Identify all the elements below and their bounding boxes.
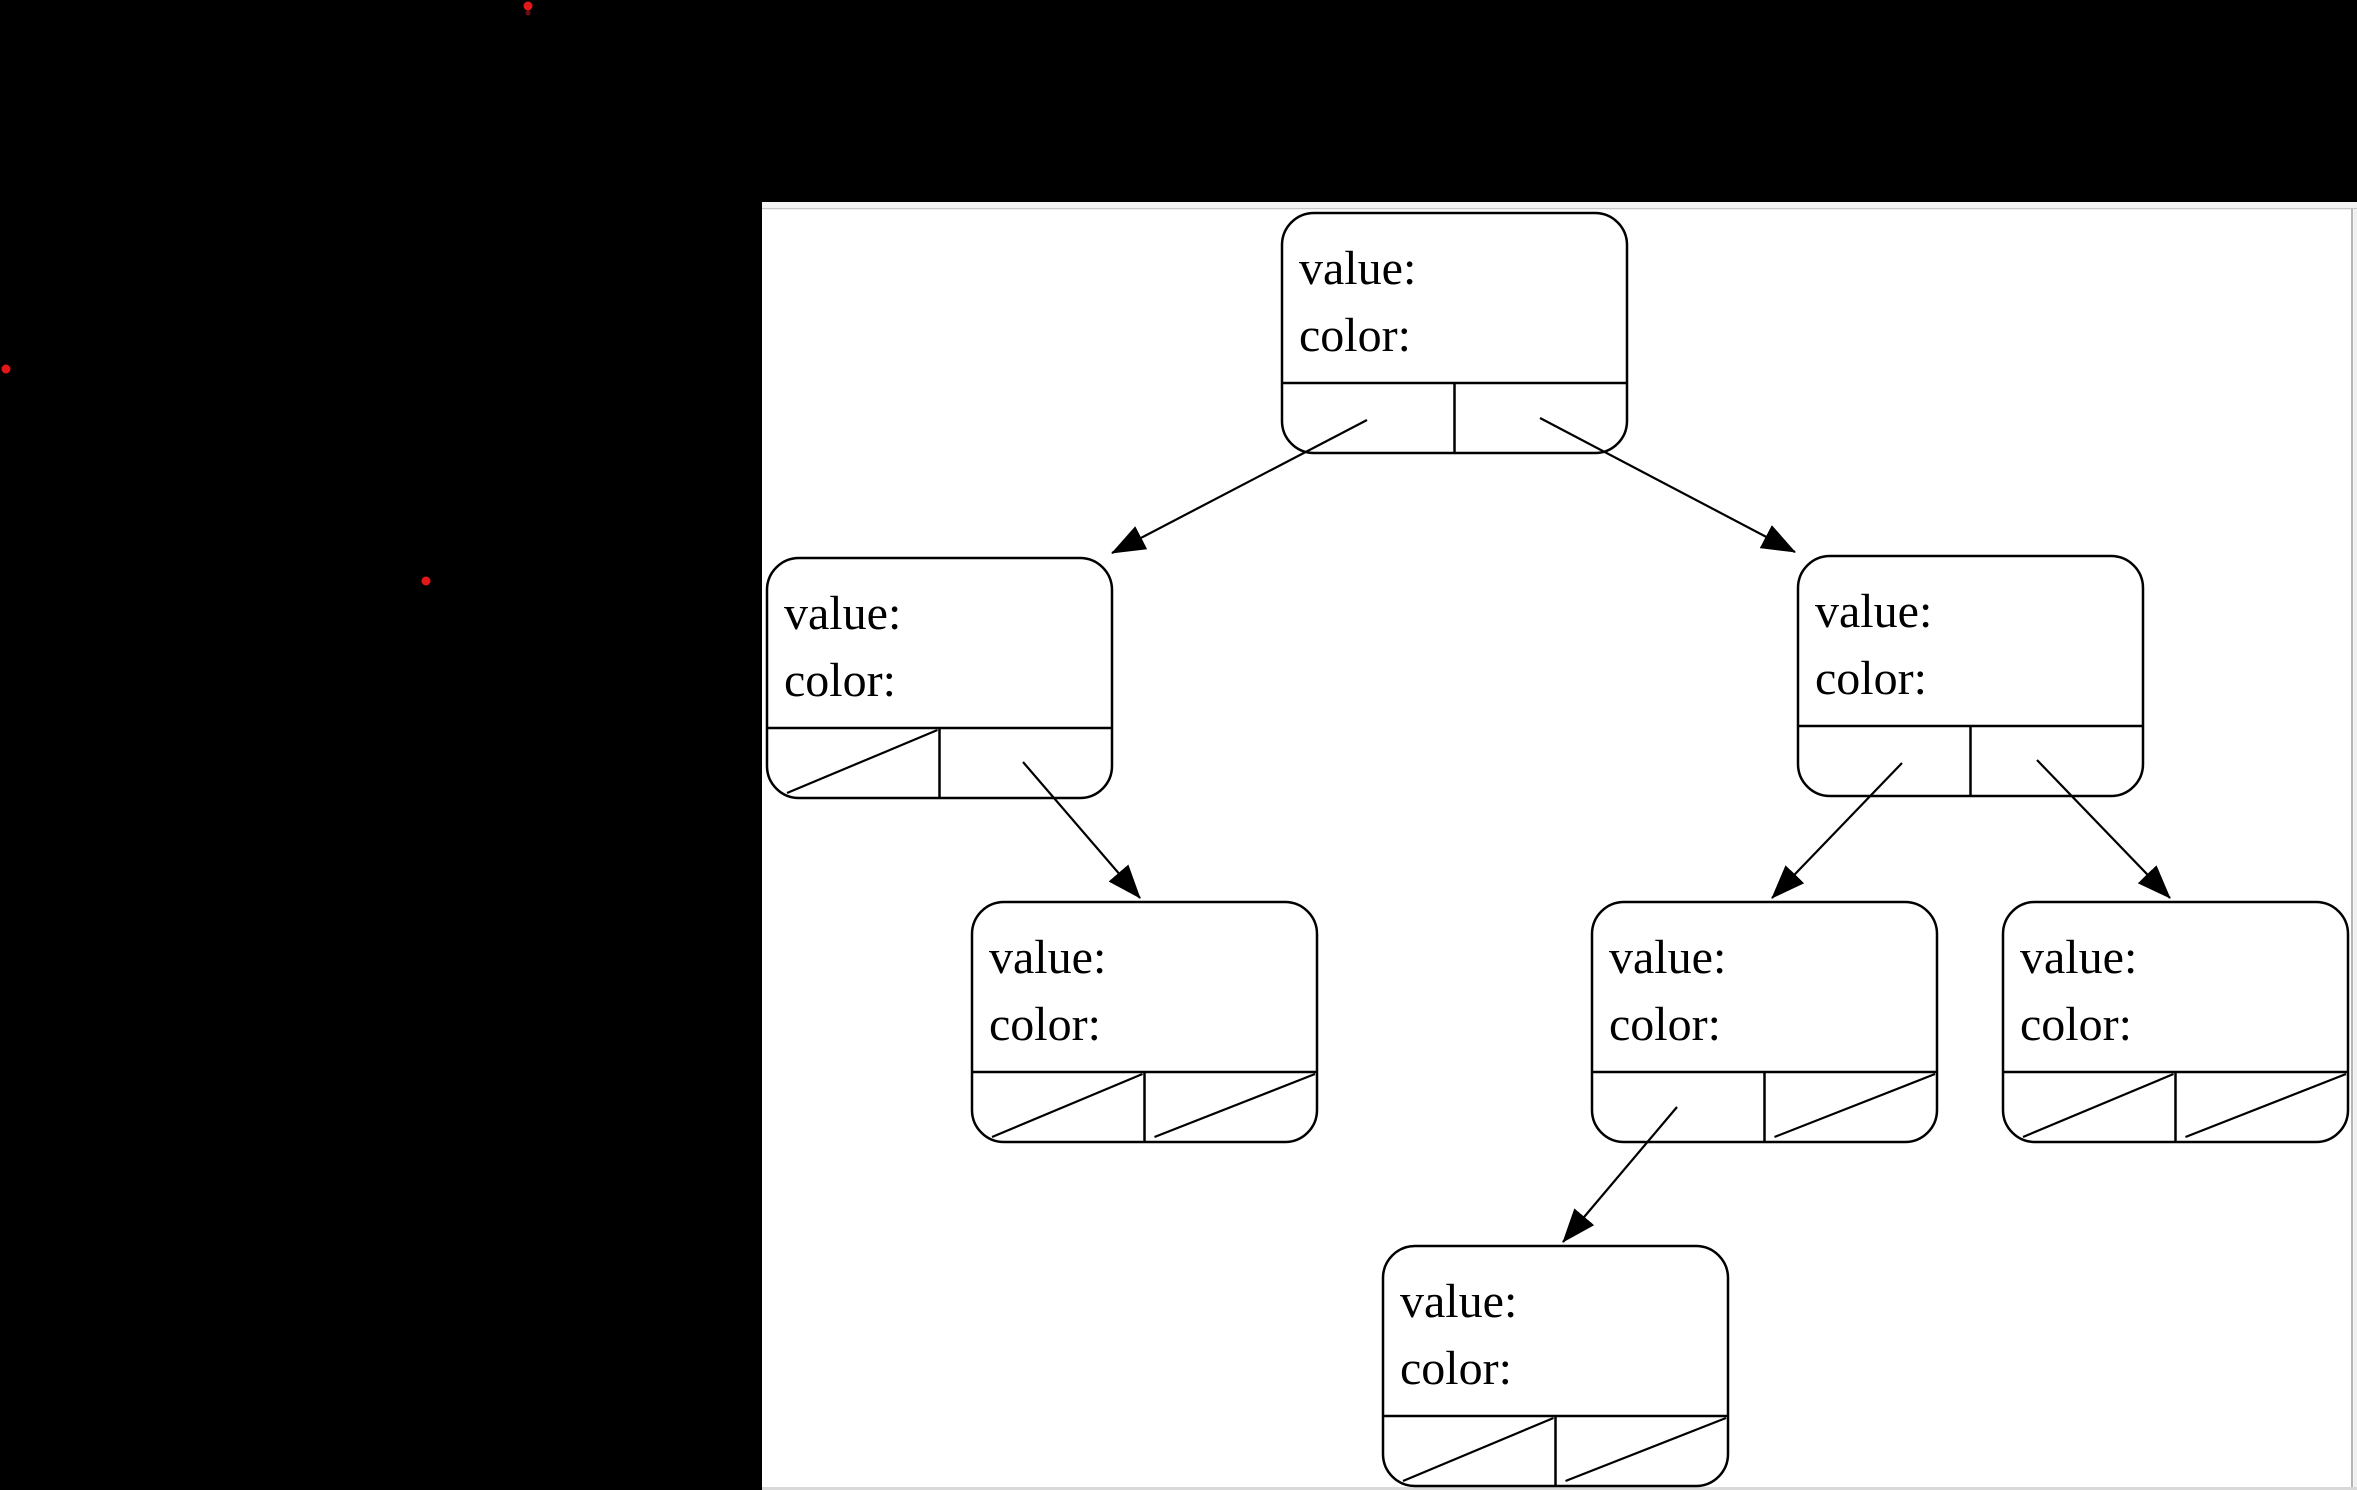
null-pointer-slash-right (2185, 1072, 2347, 1139)
tree-diagram-layer: value:color:value:color:value:color:valu… (765, 211, 2350, 1488)
tree-node-right-left-left-greatgrandchild: value: color: (1381, 1244, 1730, 1488)
page-background-layer (762, 202, 2357, 1490)
pointer-arrow-right-child-right (2036, 759, 2171, 899)
pointer-arrow-root-right (1539, 417, 1796, 553)
node-color-label: color: (989, 998, 1101, 1051)
node-color-label: color: (1299, 309, 1411, 362)
null-pointer-slash-left (991, 1072, 1143, 1139)
null-pointer-slash-left (2022, 1072, 2174, 1139)
tree-node-left-child: value: color: (765, 556, 1114, 800)
red-dot (1, 364, 11, 374)
pointer-arrow-right-child-left (1771, 762, 1903, 899)
arrows-layer (1022, 417, 2171, 1243)
page-top-strip (762, 202, 2357, 207)
null-pointer-slash-right (1774, 1072, 1936, 1139)
tree-node-right-right-grandchild: value: color: (2001, 900, 2350, 1144)
null-pointer-slash-left (1402, 1416, 1554, 1483)
tree-node-root: value: color: (1280, 211, 1629, 455)
page-bottom-strip (762, 1487, 2357, 1490)
pointer-arrow-left-child-right (1022, 761, 1141, 899)
node-color-label: color: (2020, 998, 2132, 1051)
node-value-label: value: (784, 587, 901, 640)
node-value-label: value: (989, 931, 1106, 984)
node-value-label: value: (1815, 585, 1932, 638)
null-pointer-slash-left (786, 728, 938, 795)
null-pointer-slash-right (1565, 1416, 1727, 1483)
node-color-label: color: (784, 654, 896, 707)
node-color-label: color: (1609, 998, 1721, 1051)
node-value-label: value: (1400, 1275, 1517, 1328)
pointer-arrow-right-left-grandchild-left (1562, 1106, 1678, 1243)
red-dots-layer (1, 1, 533, 586)
node-value-label: value: (1609, 931, 1726, 984)
pointer-arrow-root-left (1111, 419, 1368, 554)
node-value-label: value: (2020, 931, 2137, 984)
node-color-label: color: (1815, 652, 1927, 705)
tree-node-left-right-grandchild: value: color: (970, 900, 1319, 1144)
tree-node-right-child: value: color: (1796, 554, 2145, 798)
red-dot (525, 10, 531, 16)
null-pointer-slash-right (1154, 1072, 1316, 1139)
node-value-label: value: (1299, 242, 1416, 295)
red-dot (523, 1, 533, 11)
tree-node-right-left-grandchild: value: color: (1590, 900, 1939, 1144)
page (762, 202, 2357, 1490)
page-right-gutter (2353, 209, 2357, 1490)
node-color-label: color: (1400, 1342, 1512, 1395)
red-dot (421, 576, 431, 586)
